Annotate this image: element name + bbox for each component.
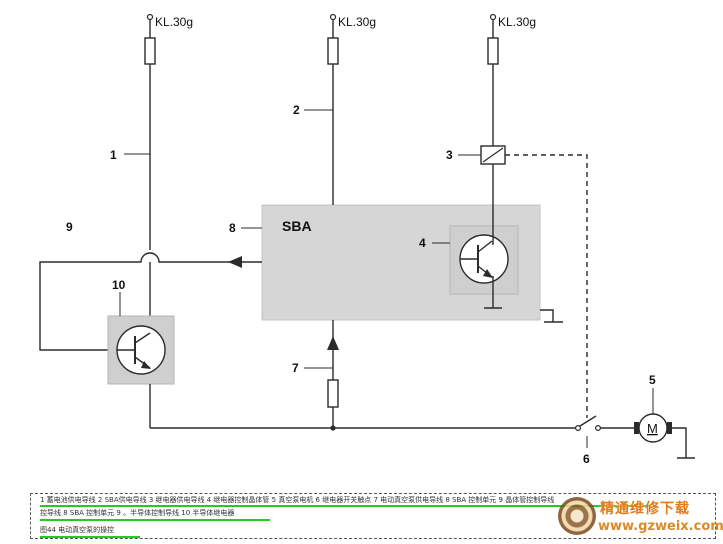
caption-highlight-bottom [40, 536, 140, 538]
callout-4: 4 [419, 236, 426, 250]
sba-label: SBA [282, 218, 312, 234]
callout-10: 10 [112, 278, 126, 292]
supply-line-1 [144, 13, 156, 250]
motor-label: M [647, 421, 658, 436]
control-line-9 [39, 252, 262, 351]
caption-line-1: 1 蓄电池供电导线 2 SBA供电导线 3 继电器供电导线 4 继电器控制晶体管… [40, 496, 555, 504]
supply-line-2 [327, 13, 339, 205]
callout-8: 8 [229, 221, 236, 235]
supply-label-1: KL.30g [155, 15, 193, 29]
callout-5: 5 [649, 373, 656, 387]
relay-link-dashed [505, 154, 588, 418]
caption-box [30, 493, 716, 539]
arrow-7 [327, 336, 339, 350]
callout-2: 2 [293, 103, 300, 117]
watermark-url: www.gzweix.com [598, 519, 723, 534]
caption-highlight-mid [40, 519, 270, 521]
figure-title: 图44 电动真空泵的操控 [40, 526, 115, 534]
caption-line-2: 控导线 8 SBA 控制单元 9 。半导体控制导线 10 半导体继电器 [40, 509, 235, 517]
circuit-svg: SBA KL.30g KL.30g KL.30g [39, 13, 695, 466]
callout-3: 3 [446, 148, 453, 162]
supply-line-7 [327, 320, 339, 428]
watermark-title: 精通维修下载 [600, 501, 690, 517]
callout-9: 9 [66, 220, 73, 234]
callout-7: 7 [292, 361, 299, 375]
caption-highlight-top [40, 505, 650, 507]
supply-label-3: KL.30g [498, 15, 536, 29]
watermark-logo [558, 497, 596, 535]
callout-6: 6 [583, 452, 590, 466]
supply-line-3 [487, 13, 499, 146]
arrow-9 [228, 256, 242, 268]
relay-switch-6 [579, 415, 597, 427]
supply-label-2: KL.30g [338, 15, 376, 29]
callout-1: 1 [110, 148, 117, 162]
